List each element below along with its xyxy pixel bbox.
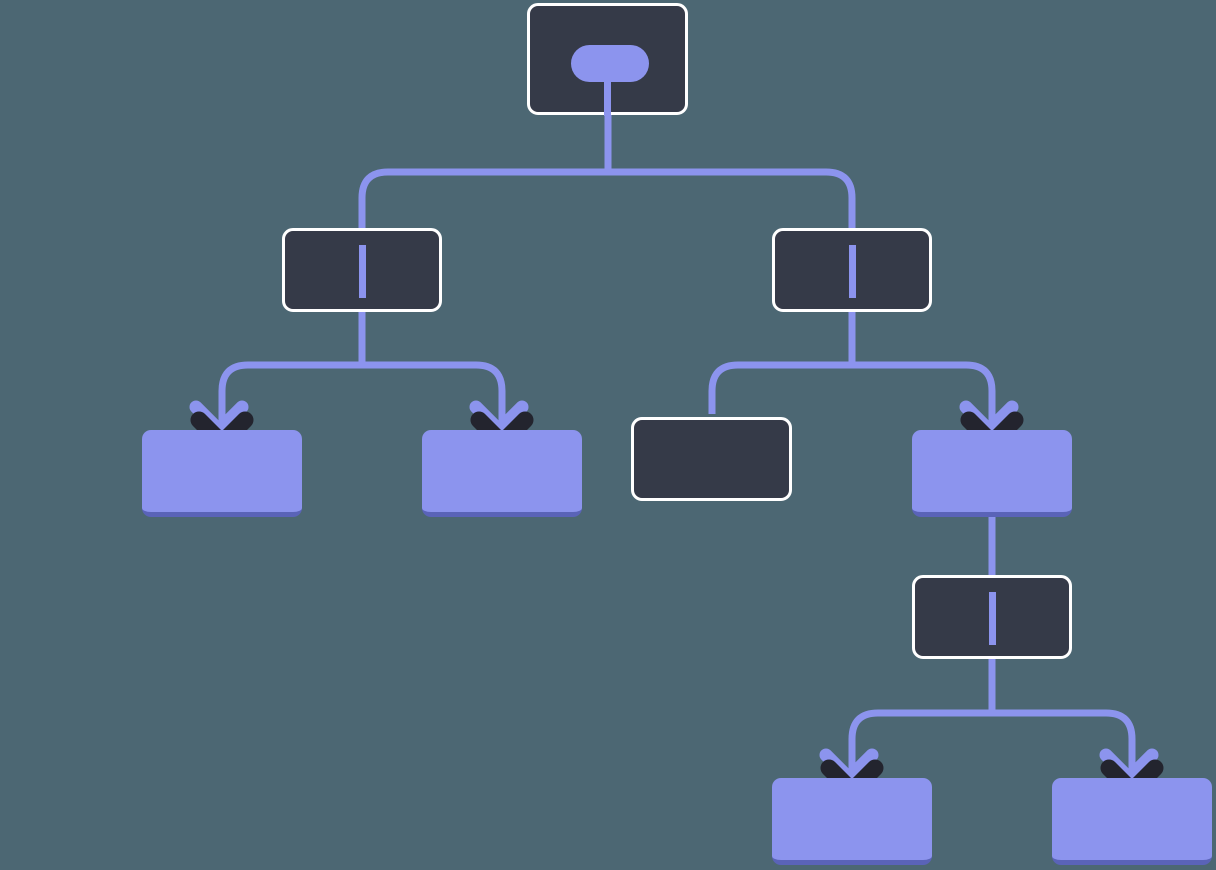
root-node-stem xyxy=(604,64,611,116)
edge-n0-n2 xyxy=(608,168,856,240)
edge-n1-n4 xyxy=(362,361,506,445)
tree-node-n6[interactable] xyxy=(912,430,1072,517)
tree-node-root[interactable] xyxy=(527,3,688,116)
tree-node-n9[interactable] xyxy=(1052,778,1212,865)
edge-n7-n8 xyxy=(848,709,992,793)
tree-node-n8[interactable] xyxy=(772,778,932,865)
tree-node-n2[interactable] xyxy=(772,228,932,312)
edge-n0-n1 xyxy=(358,168,608,240)
edge-n1-n3 xyxy=(218,361,362,445)
tree-node-n1[interactable] xyxy=(282,228,442,312)
tree-node-n7[interactable] xyxy=(912,575,1072,659)
tree-node-n3[interactable] xyxy=(142,430,302,517)
tree-node-n4[interactable] xyxy=(422,430,582,517)
tree-node-n7-bar xyxy=(988,592,996,645)
edge-n2-n5 xyxy=(708,361,852,414)
tree-node-n2-bar xyxy=(848,245,856,298)
edge-n7-n9 xyxy=(992,709,1136,793)
edge-n2-n6 xyxy=(852,361,996,445)
tree-node-n5[interactable] xyxy=(631,417,792,501)
tree-node-n1-bar xyxy=(358,245,366,298)
